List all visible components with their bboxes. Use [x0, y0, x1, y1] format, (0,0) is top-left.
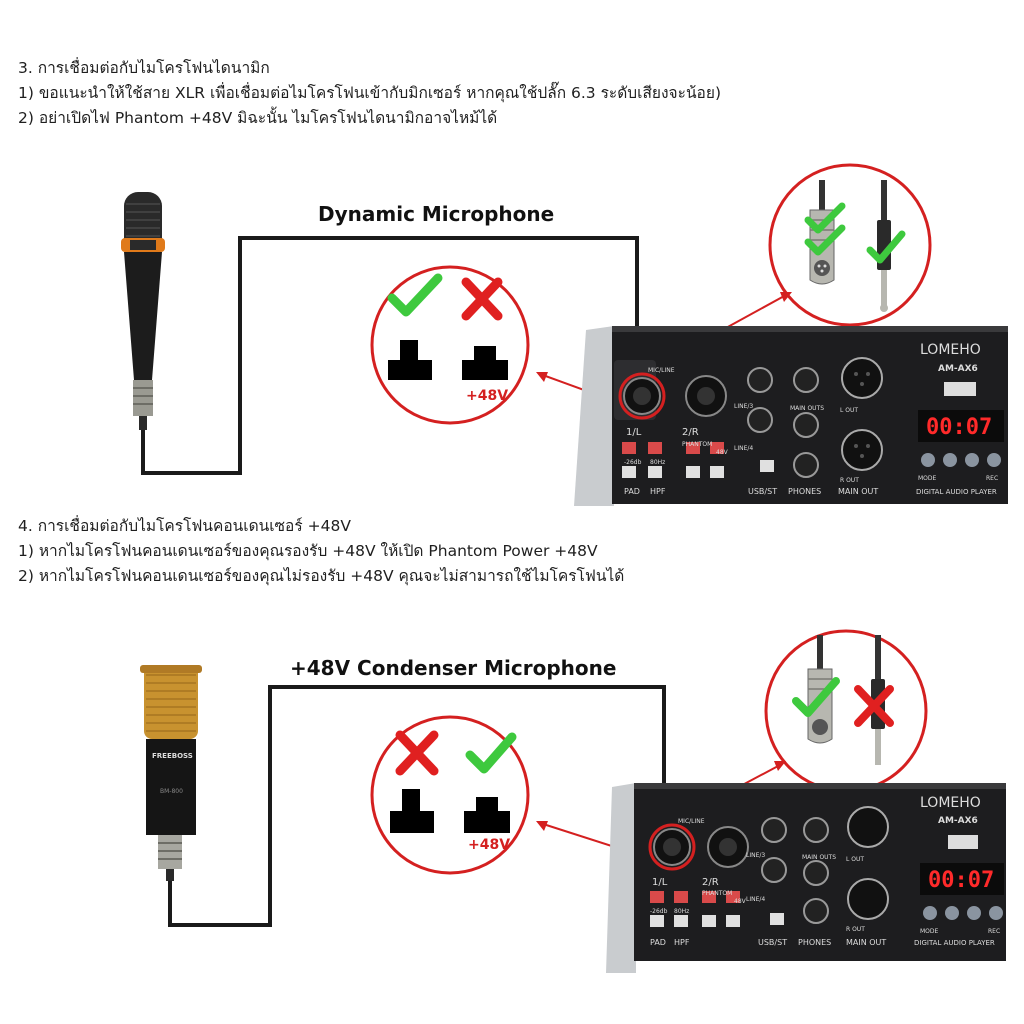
db-label: -26db [650, 908, 668, 915]
phantom-switch-callout: +48V [370, 265, 530, 425]
switch-pressed-icon [464, 797, 510, 833]
connector-callout [768, 163, 932, 327]
hz-label: 80Hz [650, 459, 665, 466]
player-label: DIGITAL AUDIO PLAYER [914, 939, 995, 947]
channel-label: 1/L [652, 877, 668, 888]
instruction-line: 2) อย่าเปิดไฟ Phantom +48V มิฉะนั้น ไมโค… [18, 109, 498, 127]
check-icon [792, 677, 840, 717]
section-heading: 4. การเชื่อมต่อกับไมโครโฟนคอนเดนเซอร์ +4… [18, 517, 351, 535]
connector-callout [764, 629, 928, 793]
mixer-model: AM-AX6 [938, 816, 978, 826]
db-label: -26db [624, 459, 642, 466]
player-label: DIGITAL AUDIO PLAYER [916, 488, 997, 496]
pad-label: PAD [624, 487, 640, 496]
audio-mixer-image: 00:07 LOMEHO AM-AX6 1/L 2/R PAD HPF USB/… [606, 783, 1006, 973]
phones-label: PHONES [788, 487, 821, 496]
pad-label: PAD [650, 938, 666, 947]
channel-label: 2/R [702, 877, 719, 888]
mode-label: MODE [918, 475, 937, 482]
condenser-mic-diagram: FREEBOSS BM-800 +48V [140, 629, 1006, 973]
switch-released-icon [388, 340, 432, 380]
phantom-switch-callout: +48V [370, 715, 530, 875]
check-icon [866, 230, 906, 264]
hpf-label: HPF [650, 487, 666, 496]
main-outs-label: MAIN OUTS [802, 854, 836, 861]
phantom-label: +48V [468, 837, 510, 853]
phantom-label: +48V [466, 388, 508, 404]
rout-label: R OUT [846, 926, 865, 933]
cross-icon [461, 277, 503, 321]
cross-icon [854, 685, 894, 727]
switch-pressed-icon [462, 346, 508, 380]
condenser-microphone-icon: FREEBOSS BM-800 [140, 665, 202, 881]
mixer-brand: LOMEHO [920, 795, 981, 811]
dynamic-mic-diagram: +48V [121, 163, 1008, 506]
cable-line [168, 685, 666, 927]
mic-line-label: MIC/LINE [648, 367, 675, 374]
section-heading: 3. การเชื่อมต่อกับไมโครโฟนไดนามิก [18, 59, 270, 77]
check-icon [387, 273, 443, 317]
instruction-line: 1) หากไมโครโฟนคอนเดนเซอร์ของคุณรองรับ +4… [18, 542, 598, 560]
channel-label: 1/L [626, 427, 642, 438]
main-outs-label: MAIN OUTS [790, 405, 824, 412]
mic-model: BM-800 [160, 788, 183, 795]
v48-label: 48V [716, 449, 729, 456]
line-label: LINE/3 [734, 403, 753, 410]
channel-label: 2/R [682, 427, 699, 438]
dynamic-microphone-icon [121, 192, 165, 430]
instruction-line: 1) ขอแนะนำให้ใช้สาย XLR เพื่อเชื่อมต่อไม… [18, 84, 721, 102]
instruction-line: 2) หากไมโครโฟนคอนเดนเซอร์ของคุณไม่รองรับ… [18, 567, 625, 585]
lout-label: L OUT [840, 407, 858, 414]
diagram-title: +48V Condenser Microphone [290, 656, 617, 680]
line-label: LINE/3 [746, 852, 765, 859]
check-icon [465, 732, 517, 774]
display-readout: 00:07 [928, 868, 994, 893]
audio-mixer-image: 00:07 LOMEHO AM-AX6 1/L 2/R PAD HPF USB/… [574, 326, 1008, 506]
display-readout: 00:07 [926, 415, 992, 440]
rec-label: REC [986, 475, 998, 482]
line4-label: LINE/4 [734, 445, 753, 452]
v48-label: 48V [734, 898, 747, 905]
mic-line-label: MIC/LINE [678, 818, 705, 825]
mic-brand: FREEBOSS [152, 752, 193, 760]
cross-icon [395, 730, 439, 776]
line4-label: LINE/4 [746, 896, 765, 903]
lout-label: L OUT [846, 856, 864, 863]
mixer-model: AM-AX6 [938, 364, 978, 374]
cable-line [141, 236, 639, 475]
phantom-text: PHANTOM [682, 441, 712, 448]
phantom-text: PHANTOM [702, 890, 732, 897]
hz-label: 80Hz [674, 908, 689, 915]
usb-label: USB/ST [748, 487, 777, 496]
rec-label: REC [988, 928, 1000, 935]
rout-label: R OUT [840, 477, 859, 484]
mode-label: MODE [920, 928, 939, 935]
instruction-block-dynamic: 3. การเชื่อมต่อกับไมโครโฟนไดนามิก 1) ขอแ… [18, 56, 721, 131]
diagram-title: Dynamic Microphone [318, 202, 555, 226]
phones-label: PHONES [798, 938, 831, 947]
check-icon [804, 202, 846, 256]
hpf-label: HPF [674, 938, 690, 947]
instruction-block-condenser: 4. การเชื่อมต่อกับไมโครโฟนคอนเดนเซอร์ +4… [18, 514, 624, 589]
main-out-label: MAIN OUT [846, 938, 886, 947]
switch-released-icon [390, 789, 434, 833]
main-out-label: MAIN OUT [838, 487, 878, 496]
mixer-brand: LOMEHO [920, 342, 981, 358]
usb-label: USB/ST [758, 938, 787, 947]
